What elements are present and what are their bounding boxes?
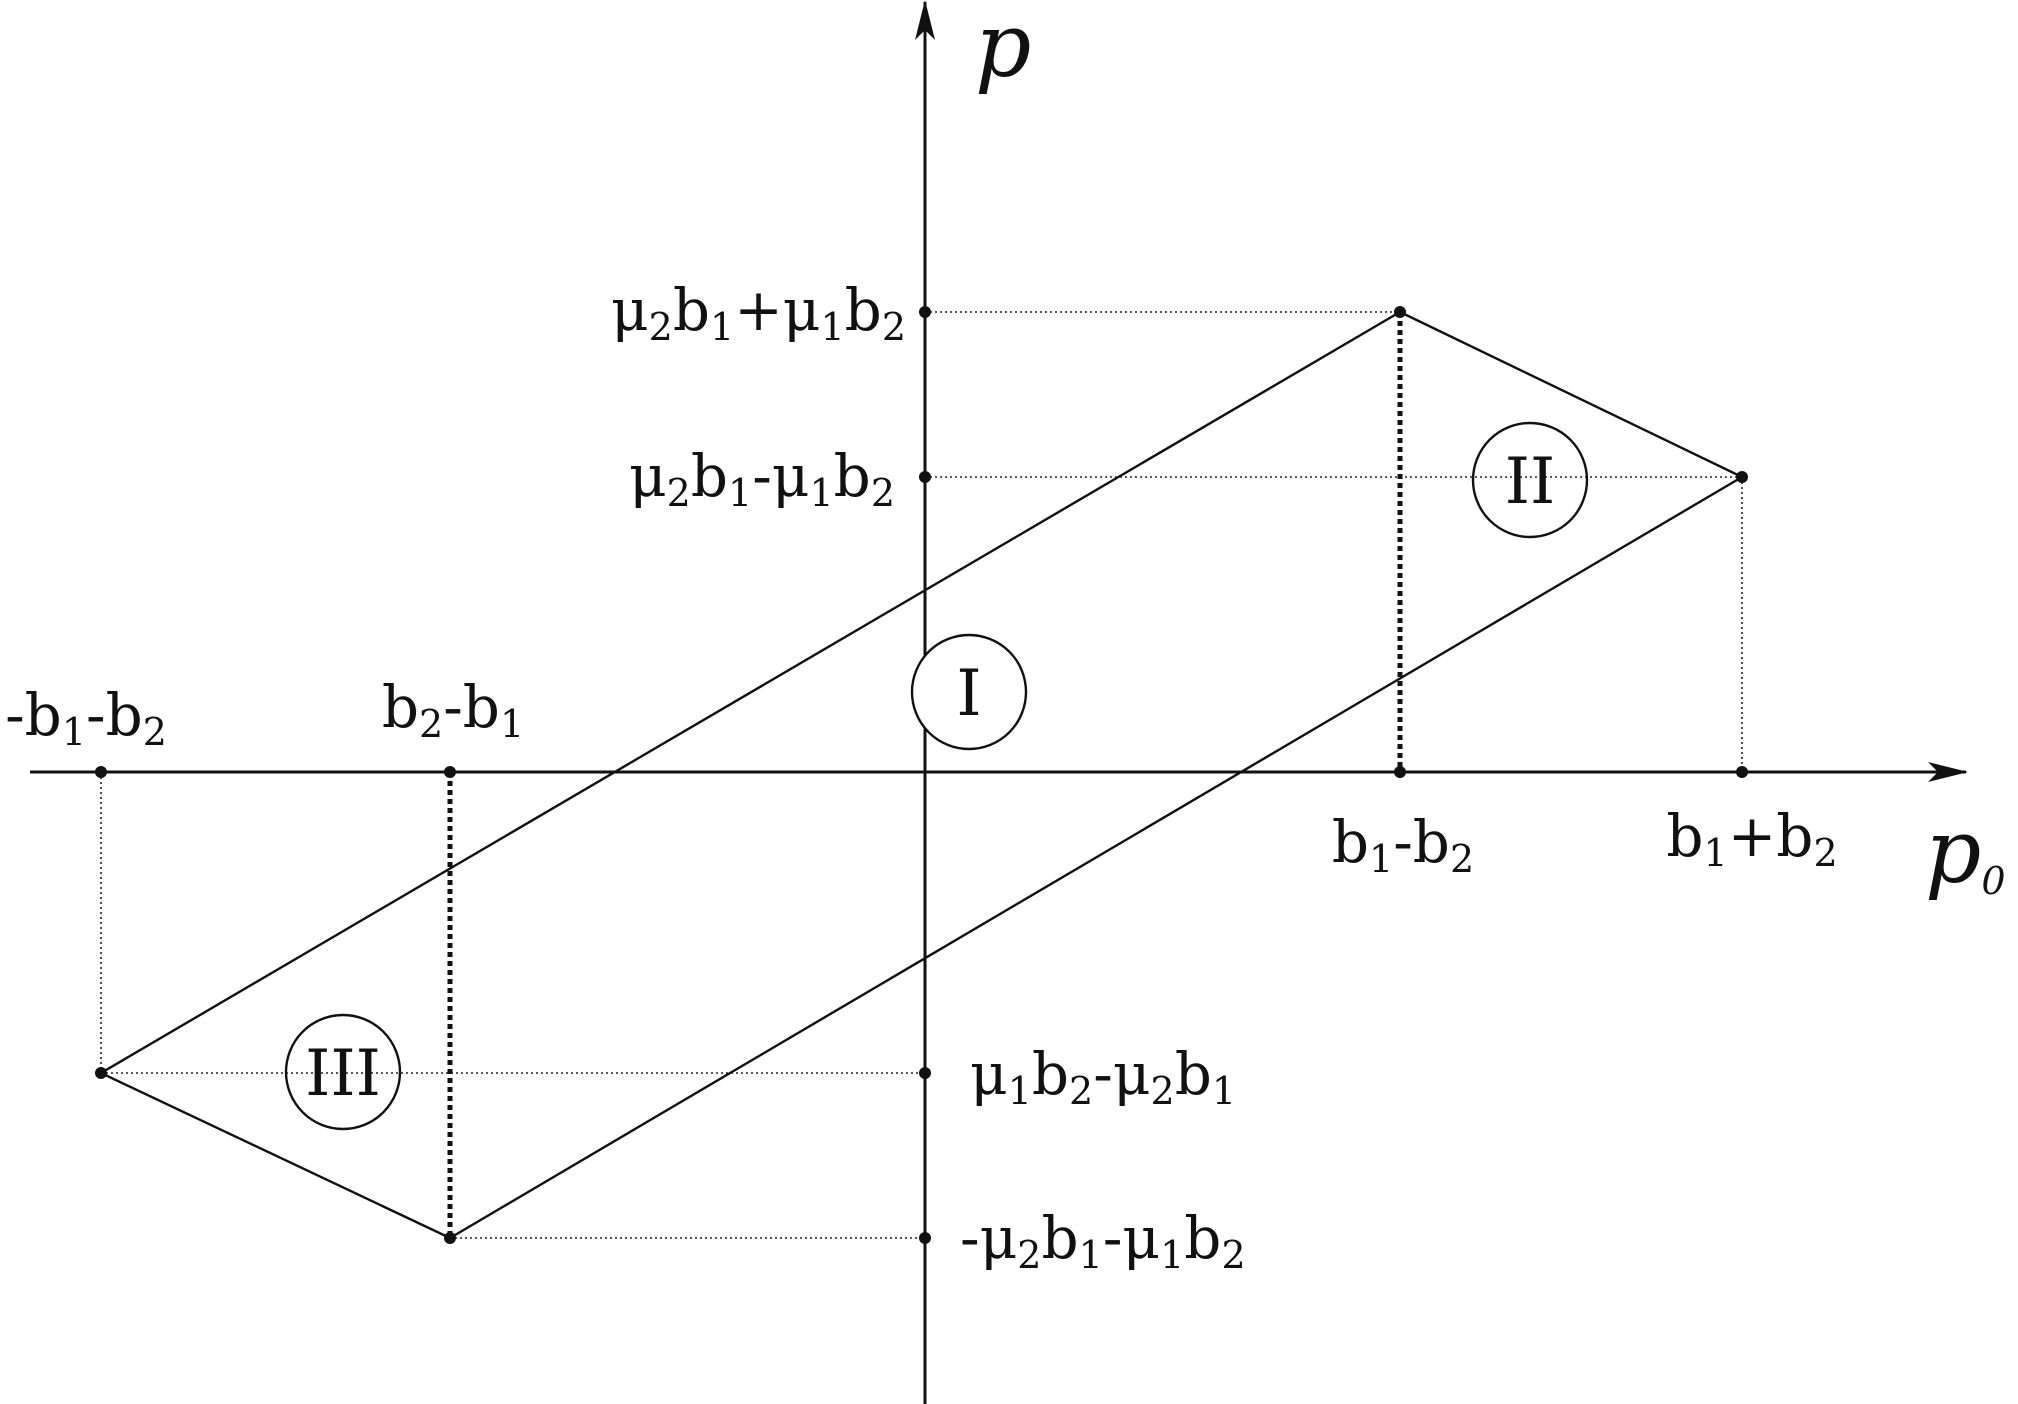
point-h3: [1394, 766, 1406, 778]
vertical-axis-label: p: [975, 0, 1031, 97]
v-tick-label-4: -μ2b1-μ1b2: [960, 1204, 1246, 1277]
point-h4: [1736, 766, 1748, 778]
v-tick-label-2: μ2b1-μ1b2: [629, 442, 895, 515]
h-tick-label-3: b1-b2: [1332, 808, 1474, 881]
region-marker-3: III: [284, 1013, 402, 1131]
region-marker-label-1: I: [956, 657, 981, 731]
h-tick-label-2: b2-b1: [382, 673, 524, 746]
region-marker-2: II: [1471, 421, 1589, 539]
vertex-top: [1394, 306, 1406, 318]
vertex-left: [95, 1067, 107, 1079]
point-v4: [919, 1232, 931, 1244]
h-tick-label-4: b1+b2: [1666, 802, 1837, 875]
point-v1: [919, 306, 931, 318]
vertex-right: [1736, 471, 1748, 483]
region-marker-label-2: II: [1505, 445, 1556, 519]
region-marker-1: I: [910, 633, 1028, 751]
h-tick-label-1: -b1-b2: [5, 681, 167, 754]
region-marker-label-3: III: [305, 1037, 381, 1111]
point-v2: [919, 471, 931, 483]
horizontal-axis-label: p0: [1925, 800, 2006, 903]
v-tick-label-3: μ1b2-μ2b1: [970, 1040, 1236, 1113]
point-h2: [444, 766, 456, 778]
v-tick-label-1: μ2b1+μ1b2: [611, 276, 906, 349]
point-v3: [919, 1067, 931, 1079]
point-h1: [95, 766, 107, 778]
vertex-bottom: [444, 1232, 456, 1244]
